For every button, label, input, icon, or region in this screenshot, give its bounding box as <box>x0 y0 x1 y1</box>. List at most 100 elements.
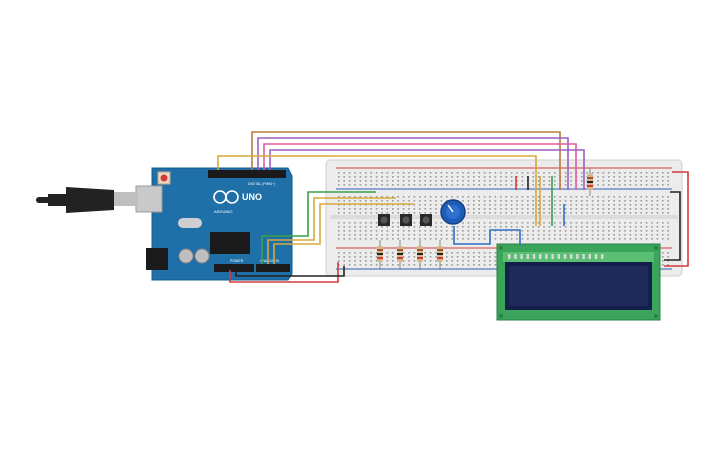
breadboard-hole <box>581 200 583 202</box>
wire-blue-pot[interactable] <box>453 226 521 246</box>
breadboard-hole <box>370 226 372 228</box>
pushbutton[interactable] <box>378 214 390 226</box>
breadboard-hole <box>613 204 615 206</box>
breadboard-hole <box>413 252 416 254</box>
breadboard[interactable] <box>325 159 683 277</box>
breadboard-hole <box>559 204 561 206</box>
breadboard-hole <box>343 180 345 182</box>
breadboard-hole <box>494 204 497 206</box>
breadboard-hole <box>451 226 453 228</box>
resistors[interactable] <box>377 168 593 270</box>
breadboard-hole <box>543 204 545 206</box>
breadboard-hole <box>408 264 410 266</box>
breadboard-hole <box>413 196 416 198</box>
breadboard-hole <box>402 212 405 214</box>
resistor[interactable] <box>377 240 383 270</box>
wire-yellow-2[interactable] <box>273 203 414 264</box>
potentiometer[interactable] <box>440 199 466 225</box>
wire-purple[interactable] <box>257 137 569 190</box>
breadboard-hole <box>651 230 653 232</box>
breadboard-hole <box>554 230 556 232</box>
lcd-pin <box>545 254 548 259</box>
breadboard-hole <box>402 226 405 228</box>
breadboard-hole <box>500 180 502 182</box>
arduino-uno[interactable]: UNO ARDUINO DIGITAL (PWM~) POWER ANALOG … <box>135 167 293 281</box>
usb-cable[interactable] <box>36 187 138 213</box>
wire-red-rail[interactable] <box>664 171 689 267</box>
breadboard-hole <box>338 234 340 236</box>
breadboard-hole <box>440 238 443 240</box>
breadboard-hole <box>462 226 464 228</box>
breadboard-hole <box>446 180 448 182</box>
wire-black-ground[interactable] <box>235 266 345 277</box>
breadboard-hole <box>451 256 453 258</box>
breadboard-hole <box>602 234 605 236</box>
breadboard-hole <box>483 180 486 182</box>
breadboard-hole <box>618 222 621 224</box>
breadboard-hole <box>532 208 534 210</box>
breadboard-hole <box>597 184 599 186</box>
breadboard-hole <box>381 172 383 174</box>
wire-pink[interactable] <box>263 143 577 190</box>
breadboard-hole <box>483 234 486 236</box>
wire-brown[interactable] <box>251 131 561 190</box>
breadboard-hole <box>359 176 362 178</box>
breadboard-hole <box>467 176 470 178</box>
breadboard-hole <box>510 204 513 206</box>
breadboard-hole <box>419 172 421 174</box>
breadboard-hole <box>392 260 394 262</box>
breadboard-hole <box>359 172 362 174</box>
breadboard-hole <box>581 176 583 178</box>
breadboard-hole <box>516 234 518 236</box>
breadboard-hole <box>581 184 583 186</box>
breadboard-hole <box>451 196 453 198</box>
wire-yellow-top[interactable] <box>217 155 537 226</box>
breadboard-hole <box>629 204 632 206</box>
breadboard-hole <box>365 184 367 186</box>
breadboard-hole <box>408 208 410 210</box>
wires[interactable] <box>217 131 689 283</box>
resistor[interactable] <box>417 240 423 270</box>
breadboard-hole <box>473 196 475 198</box>
breadboard-hole <box>473 222 475 224</box>
resistor[interactable] <box>437 240 443 270</box>
wire-yellow[interactable] <box>267 197 396 264</box>
wire-green[interactable] <box>261 191 376 264</box>
breadboard-hole <box>667 172 669 174</box>
breadboard-hole <box>343 200 345 202</box>
breadboard-hole <box>402 184 405 186</box>
breadboard-hole <box>586 226 588 228</box>
pushbutton[interactable] <box>420 214 432 226</box>
breadboard-hole <box>635 234 637 236</box>
breadboard-hole <box>397 208 399 210</box>
breadboard-hole <box>386 196 389 198</box>
breadboard-hole <box>570 226 572 228</box>
breadboard-hole <box>645 184 648 186</box>
pushbutton[interactable] <box>400 214 412 226</box>
resistor[interactable] <box>587 168 593 196</box>
breadboard-hole <box>370 230 372 232</box>
lcd-mount-hole <box>499 246 503 250</box>
breadboard-hole <box>386 238 389 240</box>
breadboard-hole <box>645 208 648 210</box>
breadboard-hole <box>467 200 470 202</box>
wire-red-power[interactable] <box>229 262 339 283</box>
pushbuttons[interactable] <box>378 214 432 226</box>
breadboard-hole <box>527 234 529 236</box>
breadboard-hole <box>343 184 345 186</box>
breadboard-hole <box>343 260 345 262</box>
breadboard-hole <box>656 184 659 186</box>
breadboard-hole <box>408 256 410 258</box>
breadboard-hole <box>656 204 659 206</box>
lcd-module[interactable] <box>496 243 661 321</box>
breadboard-hole <box>667 196 669 198</box>
breadboard-hole <box>651 238 653 240</box>
breadboard-hole <box>370 184 372 186</box>
wire-violet[interactable] <box>269 149 585 190</box>
wire-black-rail[interactable] <box>664 191 681 261</box>
breadboard-hole <box>516 204 518 206</box>
breadboard-hole <box>624 180 626 182</box>
breadboard-hole <box>635 238 637 240</box>
breadboard-hole <box>348 208 351 210</box>
resistor[interactable] <box>397 240 403 270</box>
